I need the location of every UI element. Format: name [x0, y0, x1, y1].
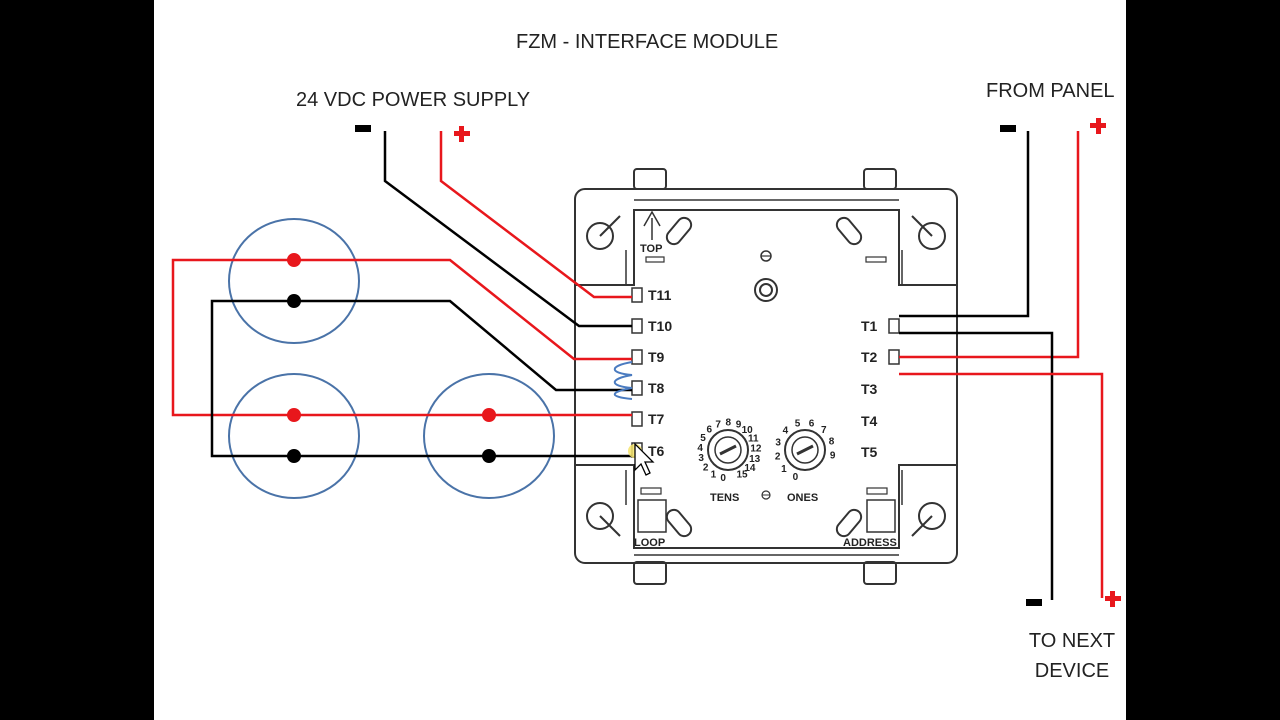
tens-digit-14: 14 — [744, 463, 756, 474]
top-label: TOP — [640, 243, 662, 255]
keyhole-slot-tl — [586, 215, 621, 250]
terminal-t10-label: T10 — [648, 318, 672, 334]
mouse-cursor-icon — [628, 442, 655, 476]
terminal-t9-label: T9 — [648, 349, 665, 365]
right-terminal-block — [888, 318, 900, 365]
tens-digit-10: 10 — [742, 425, 754, 436]
diagram-canvas: FZM - INTERFACE MODULE 24 VDC POWER SUPP… — [154, 0, 1126, 720]
tens-digit-0: 0 — [720, 473, 726, 484]
device-1 — [228, 218, 360, 344]
ones-digit-4: 4 — [783, 426, 789, 437]
ones-digit-2: 2 — [775, 451, 781, 462]
ones-label: ONES — [787, 492, 818, 504]
tens-digit-15: 15 — [736, 470, 748, 481]
tens-digit-7: 7 — [715, 419, 721, 430]
terminal-t5-label: T5 — [861, 444, 878, 460]
tens-label: TENS — [710, 492, 739, 504]
wiring-diagram: T11 T10 T9 T8 T7 T6 T1 T2 T3 T4 T5 TOP T… — [171, 118, 1121, 607]
panel-minus-icon — [1000, 125, 1016, 132]
to-next-line2: DEVICE — [1034, 660, 1110, 682]
terminal-t9-screw[interactable] — [631, 349, 643, 365]
loop-label: LOOP — [634, 537, 665, 549]
eol-resistor-icon — [613, 361, 633, 400]
power-supply-positive-wire — [439, 131, 632, 299]
next-device-plus-icon — [1105, 591, 1121, 607]
tens-digit-3: 3 — [698, 453, 704, 464]
power-supply-minus-icon — [355, 125, 371, 132]
tens-digit-13: 13 — [749, 454, 761, 465]
next-device-minus-icon — [1026, 599, 1042, 606]
terminal-t1-label: T1 — [861, 318, 878, 334]
terminal-t8-label: T8 — [648, 380, 665, 396]
from-panel-label: FROM PANEL — [986, 80, 1115, 102]
to-next-line1: TO NEXT — [1028, 630, 1116, 652]
terminal-t2-screw[interactable] — [888, 349, 900, 365]
device-group — [228, 218, 555, 499]
terminal-t11-label: T11 — [648, 287, 672, 303]
device-2 — [228, 373, 360, 499]
negative-device-loop — [210, 299, 632, 458]
ones-digit-0: 0 — [793, 472, 799, 483]
terminal-t3-label: T3 — [861, 381, 878, 397]
device-contacts — [287, 253, 496, 463]
terminal-t4-label: T4 — [861, 413, 878, 429]
panel-plus-icon — [1090, 118, 1106, 134]
tens-digit-5: 5 — [700, 433, 706, 444]
next-device-positive-wire — [899, 372, 1104, 598]
diagram-title: FZM - INTERFACE MODULE — [516, 31, 779, 53]
keyhole-slot-bl — [586, 502, 621, 537]
terminal-t11-screw[interactable] — [631, 287, 643, 303]
terminal-t7-screw[interactable] — [631, 411, 643, 427]
panel-positive-wire — [899, 131, 1080, 359]
keyhole-slot-br — [911, 502, 946, 537]
ones-digit-3: 3 — [775, 438, 781, 449]
ones-digit-5: 5 — [795, 419, 801, 430]
tens-digit-4: 4 — [697, 443, 703, 454]
terminal-t10-screw[interactable] — [631, 318, 643, 334]
terminal-t7-label: T7 — [648, 411, 665, 427]
top-arrow-icon — [643, 210, 661, 240]
power-supply-label: 24 VDC POWER SUPPLY — [296, 89, 531, 111]
device-3 — [423, 373, 555, 499]
panel-negative-wire — [899, 131, 1030, 318]
ones-digit-9: 9 — [830, 450, 836, 461]
tens-digit-11: 11 — [748, 434, 759, 445]
power-supply-negative-wire — [383, 131, 632, 328]
tens-digit-12: 12 — [750, 444, 762, 455]
ones-digit-8: 8 — [829, 436, 835, 447]
ones-digit-6: 6 — [809, 418, 815, 429]
keyhole-slot-tr — [911, 215, 946, 250]
tens-digit-9: 9 — [736, 420, 742, 431]
positive-device-loop — [171, 258, 632, 417]
address-label: ADDRESS — [843, 537, 897, 549]
terminal-t2-label: T2 — [861, 349, 878, 365]
tens-digit-2: 2 — [703, 463, 709, 474]
next-device-negative-wire — [899, 331, 1054, 600]
left-terminal-block — [631, 287, 643, 458]
power-supply-plus-icon — [454, 126, 470, 142]
terminal-t1-screw[interactable] — [888, 318, 900, 334]
fzm-module — [574, 168, 958, 585]
terminal-t8-screw[interactable] — [631, 380, 643, 396]
tens-digit-1: 1 — [711, 469, 717, 480]
terminal-t6-label: T6 — [648, 443, 665, 459]
to-next-device-label: TO NEXT DEVICE — [1016, 626, 1128, 686]
tens-digit-8: 8 — [726, 418, 732, 429]
ones-digit-1: 1 — [781, 464, 787, 475]
tens-digit-6: 6 — [707, 425, 713, 436]
ones-digit-7: 7 — [821, 425, 827, 436]
